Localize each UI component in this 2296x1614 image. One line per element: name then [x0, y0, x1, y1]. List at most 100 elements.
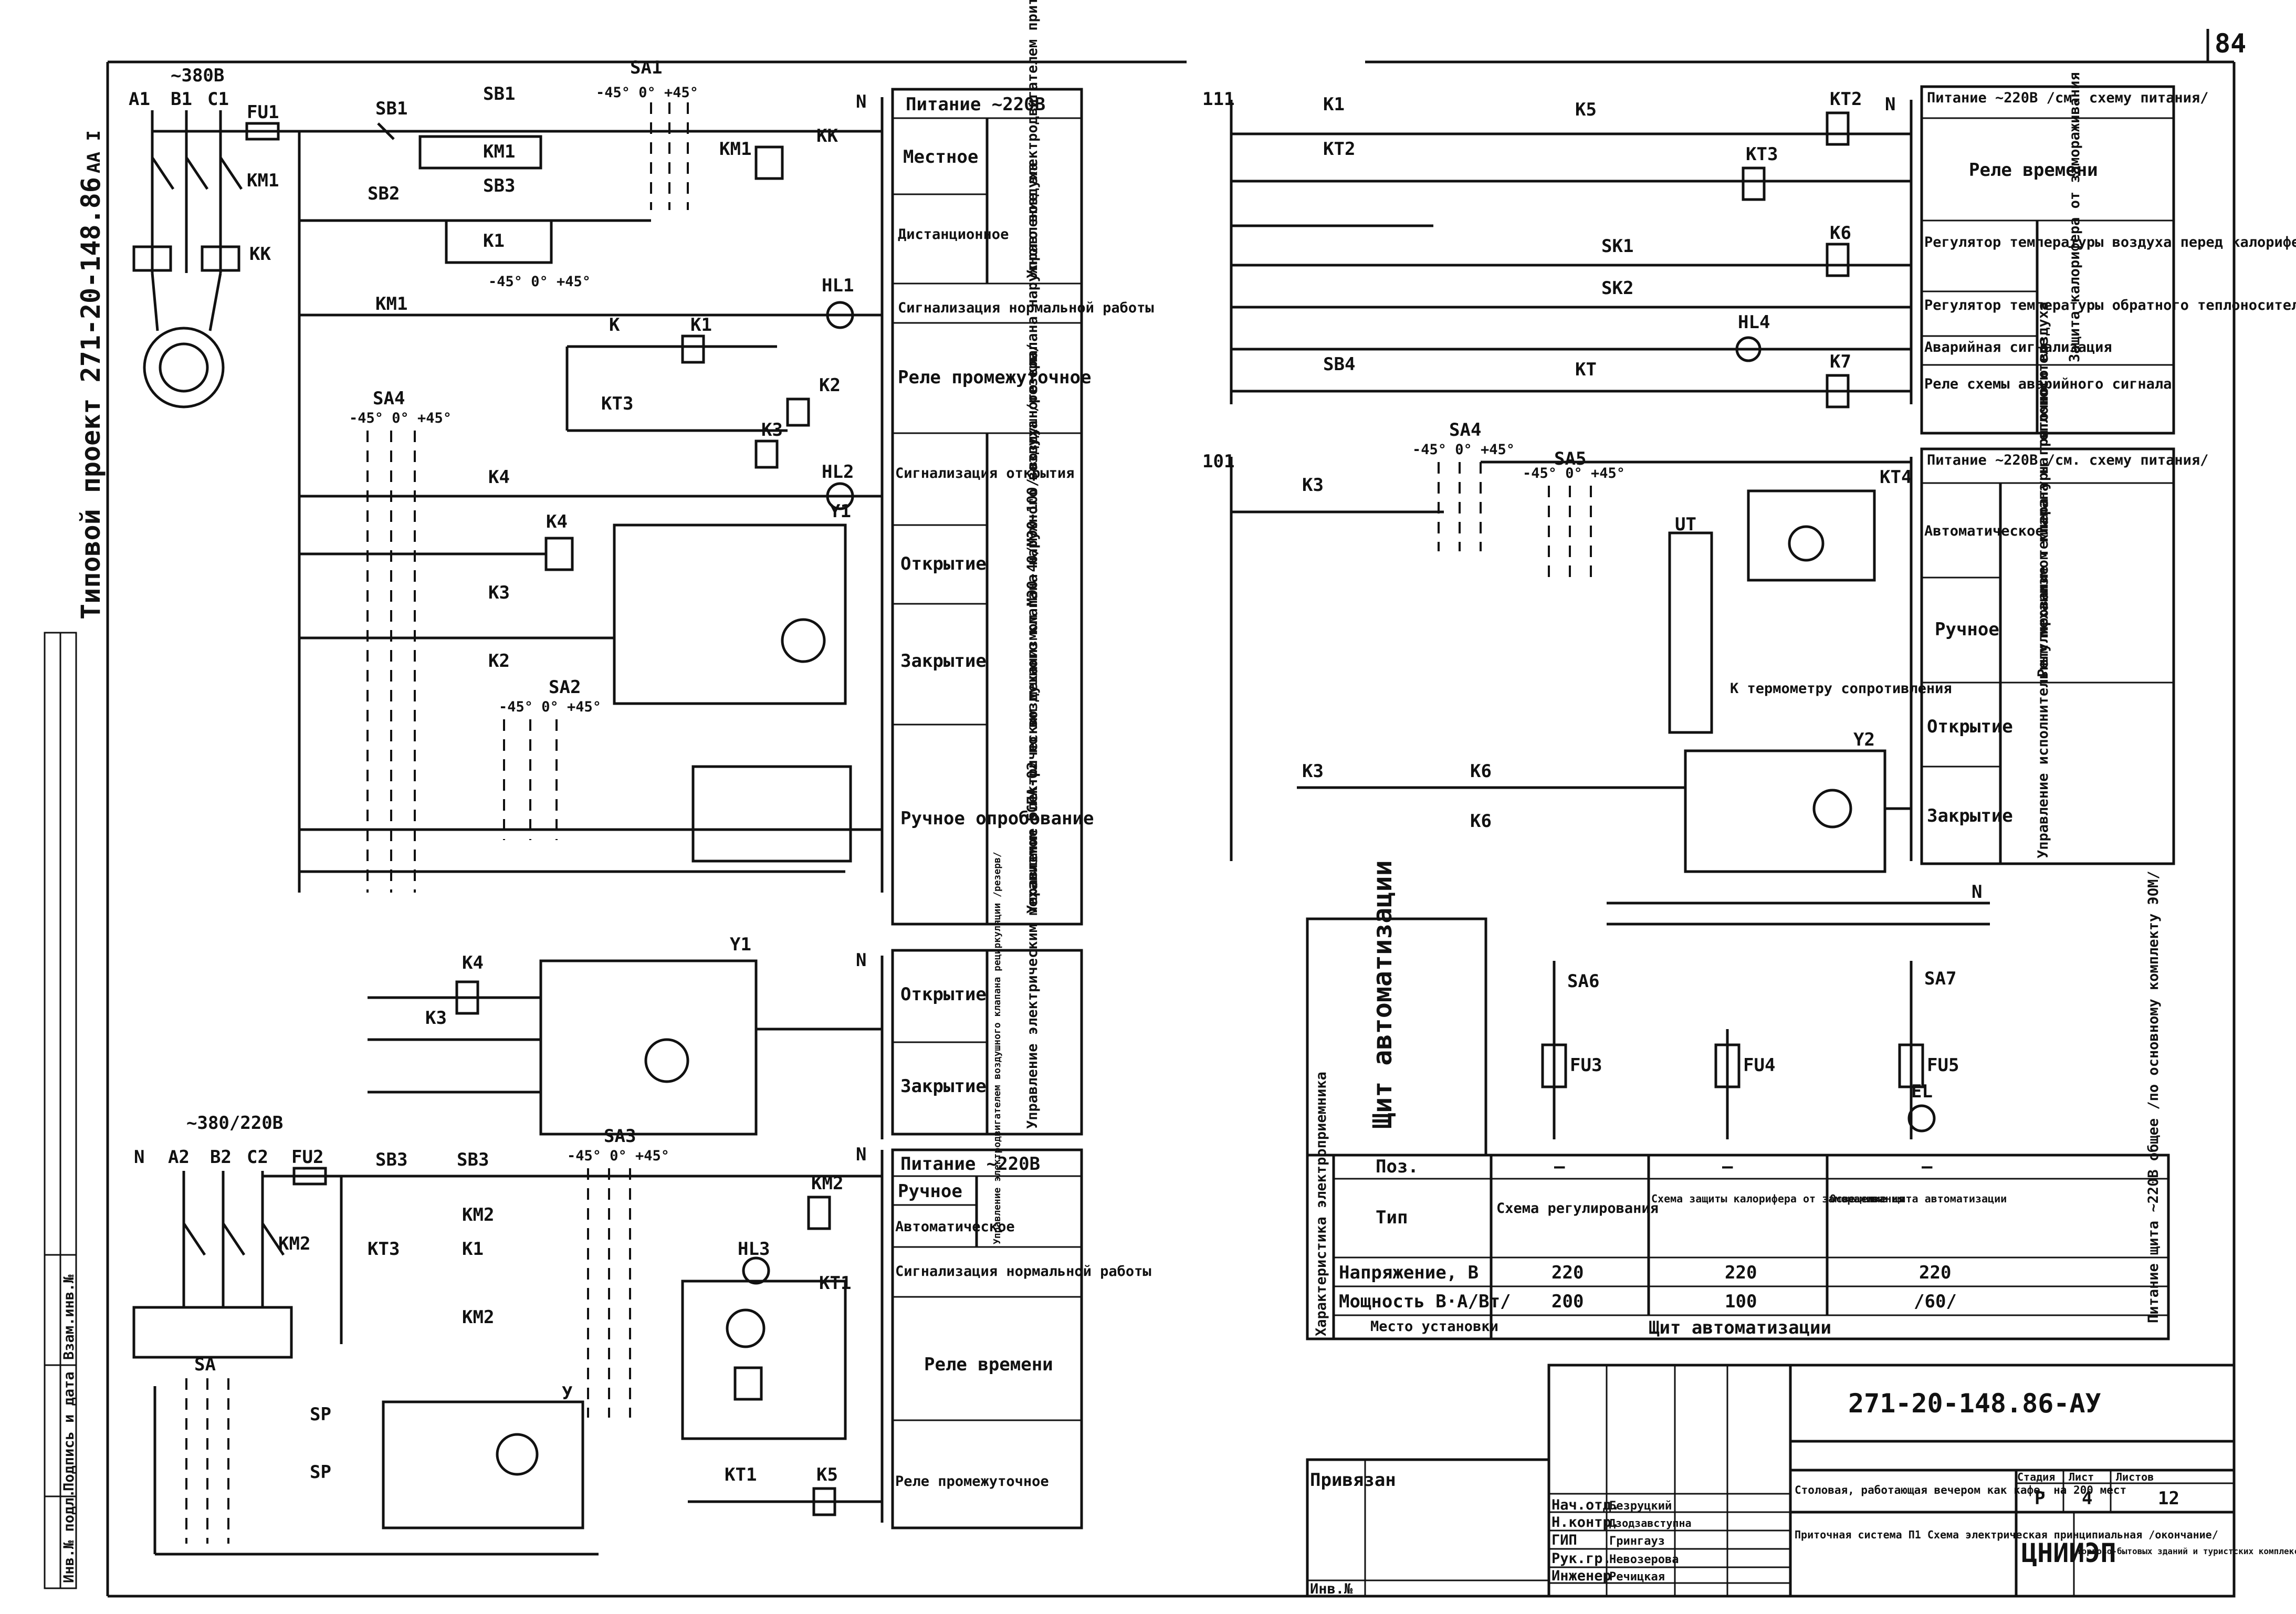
sa3-label: SA3 [604, 1126, 636, 1147]
char-col-3: Освещение щита автоматизации [1830, 1192, 2007, 1205]
hl2-label: HL2 [822, 462, 854, 483]
sa4-label: SA4 [373, 388, 405, 409]
neutral-label: N [856, 91, 866, 112]
sheet-frame: 84 [106, 28, 2246, 1598]
fan2-equipment-box [132, 1306, 293, 1359]
wire-101-label: 101 [1202, 451, 1234, 472]
fu4-label: FU4 [1743, 1055, 1775, 1076]
u-label: У [562, 1383, 572, 1404]
sheet-number: 84 [2215, 28, 2246, 59]
y2-label: Y2 [1853, 729, 1875, 750]
char-pos-1: — [1554, 1156, 1565, 1177]
k4-coil [544, 537, 574, 571]
phase-a1-label: А1 [129, 89, 150, 110]
role-engineer: Инженер [1551, 1568, 1611, 1584]
km2-power-contact-label: КМ2 [278, 1233, 310, 1254]
legend-intermediate-relay: Реле промежуточное [898, 367, 1091, 388]
char-row-location: Место установки [1370, 1318, 1498, 1335]
k3-right-label: К3 [1302, 475, 1324, 496]
name-2: Дзодзавступна [1609, 1517, 1692, 1529]
k5-coil-label: К5 [816, 1464, 838, 1485]
sa2-label: SA2 [549, 677, 581, 698]
y1-motor-symbol [781, 618, 826, 663]
hl4-lamp [1735, 336, 1762, 362]
u-actuator-box [382, 1400, 584, 1529]
supply-voltage-fan2: ~380/220В [186, 1113, 283, 1134]
legend-bottom-normal: Сигнализация нормальной работы [895, 1263, 1151, 1280]
right-legend-table-top: Питание ~220В /см. схему питания/ Реле в… [1920, 72, 2296, 435]
fu5-label: FU5 [1927, 1055, 1959, 1076]
panel-power-circuit: N Питание щита ~220В общее /по основному… [1541, 871, 2162, 1323]
kt3-contact-label: КТ3 [601, 393, 633, 414]
legend-mid-espa: Управление электрическим механизмом ЕСПА… [1024, 344, 1041, 1129]
stage-value: Р [2035, 1488, 2045, 1509]
char-pos-3: — [1922, 1156, 1933, 1177]
char-side-label: Характеристика электроприемника [1313, 1072, 1329, 1336]
fan2-power-circuit: ~380/220В N А2 В2 С2 КМ2 [132, 1113, 310, 1359]
k5-right-label: К5 [1575, 99, 1597, 120]
char-pos-2: — [1722, 1156, 1733, 1177]
sa5-label: SA5 [1554, 448, 1586, 469]
k3-right-2-label: К3 [1302, 761, 1324, 782]
char-power-2: 100 [1725, 1291, 1757, 1312]
legend-normal-signal: Сигнализация нормальной работы [898, 300, 1154, 316]
legend-open-signal: Сигнализация открытия [895, 465, 1074, 481]
y1-actuator-box [613, 523, 847, 705]
left-legend-table-mid: Открытие Закрытие Управление электрическ… [891, 344, 1083, 1136]
margin-label-replace: Взам.инв.№ [61, 1274, 77, 1360]
char-row-pos: Поз. [1376, 1156, 1419, 1177]
k1-right-label: К1 [1323, 94, 1345, 115]
char-location: Щит автоматизации [1649, 1317, 1831, 1338]
left-legend-table: Питание ~220В Местное Дистанционное Упра… [891, 0, 1154, 926]
legend-r-freeze: Защита калорифера от замораживания [2067, 72, 2083, 362]
k4-coil-2-label: К4 [462, 952, 484, 973]
organization-sub: торгово-бытовых зданий и туристских комп… [2077, 1546, 2296, 1556]
neutral-right: N [1885, 94, 1895, 115]
name-3: Грингауз [1609, 1535, 1665, 1548]
characteristics-table: Щит автоматизации Характеристика электро… [1306, 860, 2170, 1340]
char-voltage-3: 220 [1919, 1262, 1951, 1283]
legend-rm-actuator: Управление исполнительным механизмом кла… [2035, 338, 2051, 858]
y1-espa-label: Y1 [730, 934, 751, 955]
sk1-label: SK1 [1601, 236, 1633, 257]
sheets-value: 12 [2158, 1488, 2179, 1509]
sa4-right-label: SA4 [1449, 420, 1481, 441]
km2-coil-label: КМ2 [811, 1173, 843, 1194]
legend-mid-opening: Открытие [900, 984, 987, 1005]
panel-power-note: Питание щита ~220В общее /по основному к… [2145, 871, 2162, 1323]
inv-label: Инв.№ [1310, 1581, 1353, 1597]
role-norm-control: Н.контр. [1551, 1514, 1620, 1531]
sp-label-2: SP [310, 1462, 331, 1483]
legend-supply: Питание ~220В [906, 94, 1045, 115]
temperature-regulation-circuit: 101 К3 SA4 -45° 0° +45° SA5 -45° 0° +45°… [1202, 420, 1952, 873]
sk2-label: SK2 [1601, 278, 1633, 299]
k6-right-2-label: К6 [1470, 811, 1492, 832]
sa1-positions-2: -45° 0° +45° [488, 274, 591, 290]
sa5-positions: -45° 0° +45° [1523, 465, 1625, 481]
fu2-label: FU2 [291, 1147, 323, 1168]
name-5: Речицкая [1609, 1570, 1665, 1584]
k6-right-label: К6 [1470, 761, 1492, 782]
legend-bottom-damper: Управление электродвигателем воздушного … [992, 852, 1003, 1244]
sb4-label: SB4 [1323, 354, 1355, 375]
sheets-header: Листов [2116, 1471, 2154, 1483]
legend-rm-open: Открытие [1927, 716, 2013, 737]
role-group-lead: Рук.гр. [1551, 1550, 1611, 1567]
legend-rm-auto: Автоматическое [1924, 523, 2044, 539]
char-voltage-1: 220 [1551, 1262, 1584, 1283]
char-voltage-2: 220 [1725, 1262, 1757, 1283]
phase-a2-label: А2 [168, 1147, 190, 1168]
char-col-1: Схема регулирования [1496, 1200, 1659, 1217]
legend-valve-control: Управление электрическим механизмом МЭО-… [1024, 163, 1041, 914]
sa1-label: SA1 [630, 57, 662, 78]
kk-contact-label: КК [816, 125, 838, 146]
legend-rm-regulation: Регулирование температуры приточного воз… [2035, 302, 2051, 677]
fu1-label: FU1 [247, 102, 279, 123]
legend-bottom-auto: Автоматическое [895, 1219, 1015, 1235]
sb3-fan2-label: SB3 [375, 1149, 407, 1170]
legend-fan-motor-control: Управление электродвигателем приточного … [1024, 0, 1041, 278]
margin-label-sign: Подпись и дата [61, 1371, 77, 1491]
left-legend-table-bottom: Питание ~220В Ручное Автоматическое Упра… [891, 852, 1151, 1529]
fu3-label: FU3 [1570, 1055, 1602, 1076]
